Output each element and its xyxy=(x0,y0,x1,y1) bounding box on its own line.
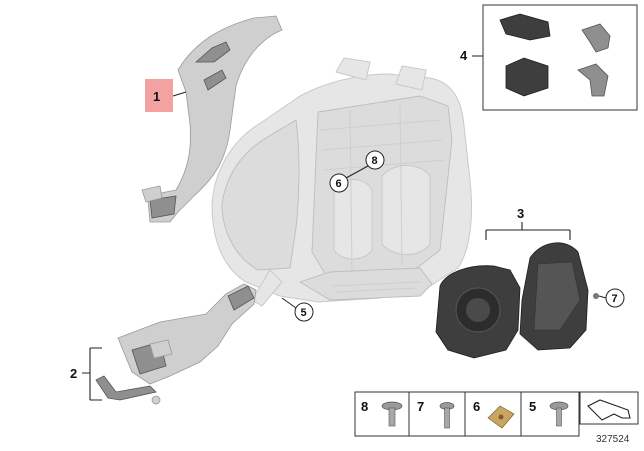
screw-5-icon xyxy=(549,401,569,427)
callout-4: 4 xyxy=(460,48,468,63)
svg-text:6: 6 xyxy=(336,178,342,190)
callout-2: 2 xyxy=(70,366,77,381)
legend-label-8: 8 xyxy=(361,399,368,414)
screw-7-icon xyxy=(439,402,455,429)
reference-number: 327524 xyxy=(596,434,630,445)
part-3-control-unit xyxy=(435,242,599,359)
svg-text:7: 7 xyxy=(612,293,618,305)
fastener-legend: 8 7 6 5 xyxy=(354,391,580,437)
callout-1-leader xyxy=(172,91,187,97)
svg-text:5: 5 xyxy=(301,307,307,319)
headlight-housing xyxy=(211,57,472,307)
callout-6-8-leader xyxy=(345,165,369,179)
callout-1: 1 xyxy=(153,89,160,104)
callout-5-leader xyxy=(281,297,297,309)
callout-5: 5 xyxy=(294,302,314,322)
part-2-lower-cover xyxy=(117,283,257,385)
callout-6: 6 xyxy=(329,173,349,193)
callout-3: 3 xyxy=(517,206,524,221)
svg-text:8: 8 xyxy=(372,155,378,167)
legend-label-5: 5 xyxy=(529,399,536,414)
callout-8: 8 xyxy=(365,150,385,170)
reference-box xyxy=(579,391,639,425)
clip-nut-6-icon xyxy=(487,405,515,429)
arrow-icon xyxy=(587,399,631,421)
callout-7-leader xyxy=(598,295,607,299)
part-4-items xyxy=(499,13,611,97)
callout-2-bracket xyxy=(82,347,102,401)
callout-3-bracket xyxy=(485,222,571,240)
part-2-bracket xyxy=(95,375,161,405)
screw-8-icon xyxy=(381,401,403,427)
part-1-upper-cover xyxy=(141,15,283,223)
legend-label-6: 6 xyxy=(473,399,480,414)
legend-label-7: 7 xyxy=(417,399,424,414)
callout-1-highlight xyxy=(145,79,173,112)
callout-7: 7 xyxy=(605,288,625,308)
